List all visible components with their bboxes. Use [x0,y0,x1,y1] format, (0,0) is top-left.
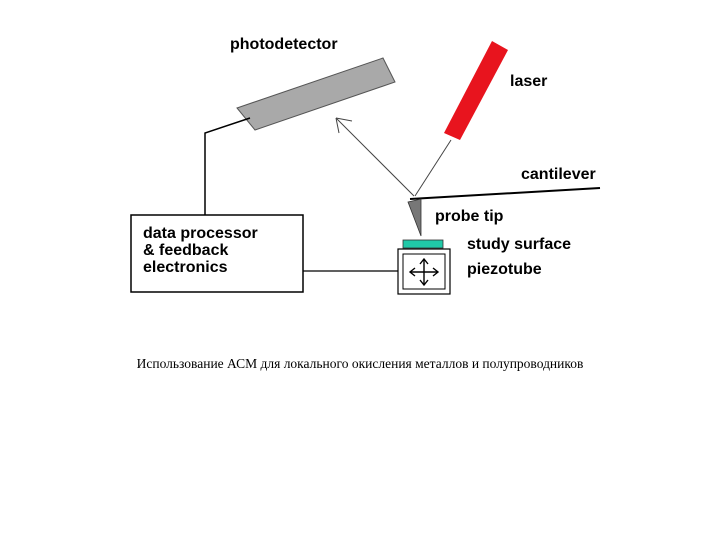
probe-tip-label: probe tip [435,208,504,225]
laser-bar [444,41,508,140]
cantilever-label: cantilever [521,166,596,183]
processor-label-line2: & feedback [143,242,229,259]
laser-label: laser [510,73,548,90]
piezotube-label: piezotube [467,261,542,278]
processor-label-line3: electronics [143,259,228,276]
piezotube-move-icon [408,257,440,287]
study-surface-label: study surface [467,236,572,253]
probe-tip [407,198,422,237]
cantilever-beam [409,187,601,200]
laser-beam-reflected [335,117,415,197]
processor-box [130,214,304,293]
laser-beam-incoming [414,139,452,197]
photodetector-plate [236,57,396,131]
photodetector-wire [204,117,251,215]
photodetector-label: photodetector [230,36,338,53]
reflected-beam-arrowhead [335,117,353,134]
study-surface [402,239,444,249]
slide-caption: Использование АСМ для локального окислен… [136,356,584,371]
processor-label-line1: data processor [143,225,258,242]
